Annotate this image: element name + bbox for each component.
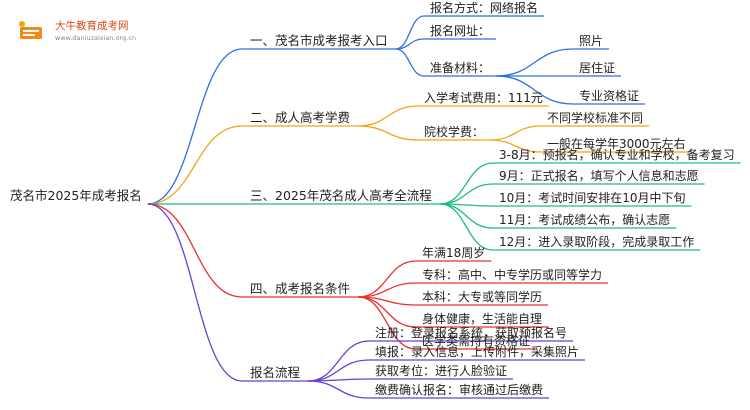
connector-2-1 bbox=[439, 183, 494, 205]
node-cond-age: 年满18周岁 bbox=[422, 246, 486, 260]
node-step-dec: 12月：进入录取阶段，完成录取工作 bbox=[499, 235, 695, 249]
connector-0-1 bbox=[395, 38, 425, 50]
connector-3-0 bbox=[358, 260, 417, 298]
connector-branch-4 bbox=[147, 203, 243, 382]
logo bbox=[14, 18, 44, 42]
logo-title: 大牛教育成考网 bbox=[55, 20, 129, 32]
node-step-nov: 11月：考试成绩公布，确认志愿 bbox=[499, 213, 671, 227]
mindmap-root: 茂名市2025年成考报名 bbox=[10, 188, 142, 203]
connector-2-0 bbox=[439, 162, 494, 205]
branch-process-2025: 三、2025年茂名成人高考全流程 bbox=[250, 188, 432, 203]
node-cond-medical: 医学类需持有资格证 bbox=[422, 334, 531, 348]
node-fee-typical: 一般在每学年3000元左右 bbox=[547, 137, 686, 151]
node-step-mar-aug: 3-8月：预报名，确认专业和学校，备考复习 bbox=[499, 148, 735, 162]
connector-0-2-0 bbox=[496, 48, 574, 77]
connector-0-0 bbox=[395, 15, 425, 50]
node-cond-bachelor: 本科：大专或等同学历 bbox=[422, 290, 543, 304]
connector-3-4 bbox=[357, 296, 417, 350]
connector-branch-0 bbox=[147, 48, 243, 205]
connector-3-1 bbox=[358, 282, 417, 298]
connector-2-3 bbox=[439, 203, 494, 229]
node-exam-fee: 入学考试费用：111元 bbox=[424, 91, 543, 105]
node-materials: 准备材料： bbox=[430, 61, 491, 75]
connector-4-1 bbox=[308, 359, 370, 382]
connector-branch-3 bbox=[147, 203, 243, 298]
branch-entrance: 一、茂名市成考报考入口 bbox=[250, 33, 388, 48]
node-material-photo: 照片 bbox=[579, 34, 604, 48]
branch-apply-flow: 报名流程 bbox=[250, 365, 301, 380]
node-step-oct: 10月：考试时间安排在10月中下旬 bbox=[499, 191, 686, 205]
node-school-fee: 院校学费： bbox=[424, 125, 485, 139]
node-cond-junior: 专科：高中、中专学历或同等学力 bbox=[422, 268, 603, 282]
node-cond-health: 身体健康，生活能自理 bbox=[422, 312, 543, 326]
connector-1-1 bbox=[358, 125, 419, 141]
connector-1-1-0 bbox=[490, 125, 542, 141]
connector-1-1-1 bbox=[490, 139, 542, 153]
connector-4-3 bbox=[308, 380, 370, 399]
node-apply-method: 报名方式：网络报名 bbox=[430, 1, 539, 15]
node-flow-pay: 缴费确认报名：审核通过后缴费 bbox=[375, 383, 544, 397]
connector-branch-1 bbox=[147, 125, 243, 205]
branch-tuition: 二、成人高考学费 bbox=[250, 110, 351, 125]
connector-1-0 bbox=[358, 105, 419, 127]
connector-4-0 bbox=[308, 340, 370, 382]
branch-conditions: 四、成考报名条件 bbox=[250, 281, 351, 296]
node-material-certificate: 专业资格证 bbox=[579, 89, 640, 103]
connector-0-2 bbox=[395, 48, 425, 77]
connector-2-4 bbox=[439, 203, 494, 251]
node-flow-register: 注册：登录报名系统，获取预报名号 bbox=[375, 326, 568, 340]
node-flow-seat: 获取考位：进行人脸验证 bbox=[375, 364, 508, 378]
node-material-residence: 居住证 bbox=[579, 61, 616, 75]
node-fee-varies: 不同学校标准不同 bbox=[547, 111, 644, 125]
node-step-sep: 9月：正式报名，填写个人信息和志愿 bbox=[499, 169, 699, 183]
node-flow-fill: 填报：录入信息，上传附件，采集照片 bbox=[375, 345, 580, 359]
logo-subtitle: www.daniuzaixian.org.cn bbox=[55, 34, 137, 42]
node-apply-url: 报名网址： bbox=[430, 24, 491, 38]
connector-0-2-2 bbox=[496, 75, 574, 105]
